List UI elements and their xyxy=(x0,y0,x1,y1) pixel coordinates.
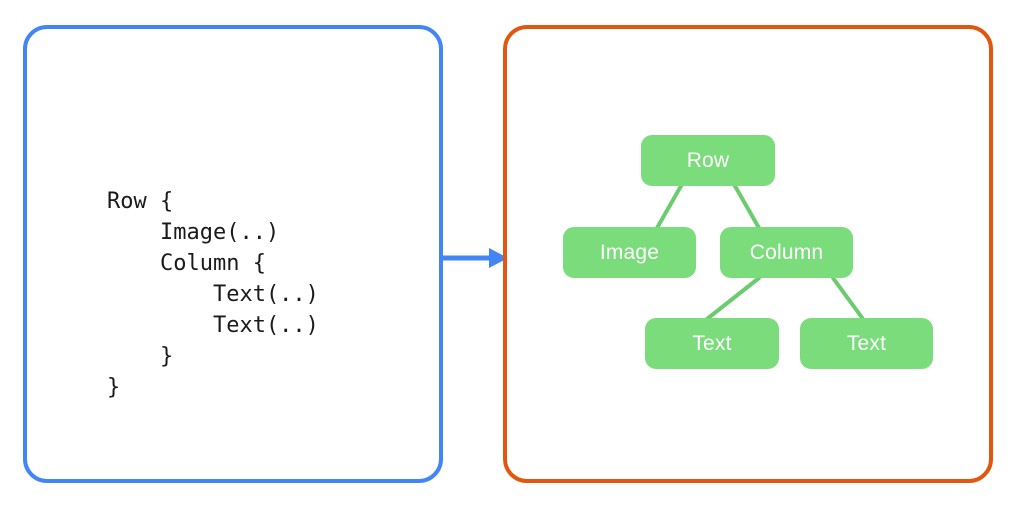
tree-node-column[interactable]: Column xyxy=(720,227,853,278)
tree-node-text-2[interactable]: Text xyxy=(800,318,933,369)
tree-node-row[interactable]: Row xyxy=(641,135,775,186)
code-snippet: Row { Image(..) Column { Text(..) Text(.… xyxy=(107,189,319,400)
code-panel: Row { Image(..) Column { Text(..) Text(.… xyxy=(23,25,443,483)
tree-node-text-1[interactable]: Text xyxy=(645,318,779,369)
tree-node-image[interactable]: Image xyxy=(563,227,696,278)
transform-arrow-icon xyxy=(442,248,508,268)
